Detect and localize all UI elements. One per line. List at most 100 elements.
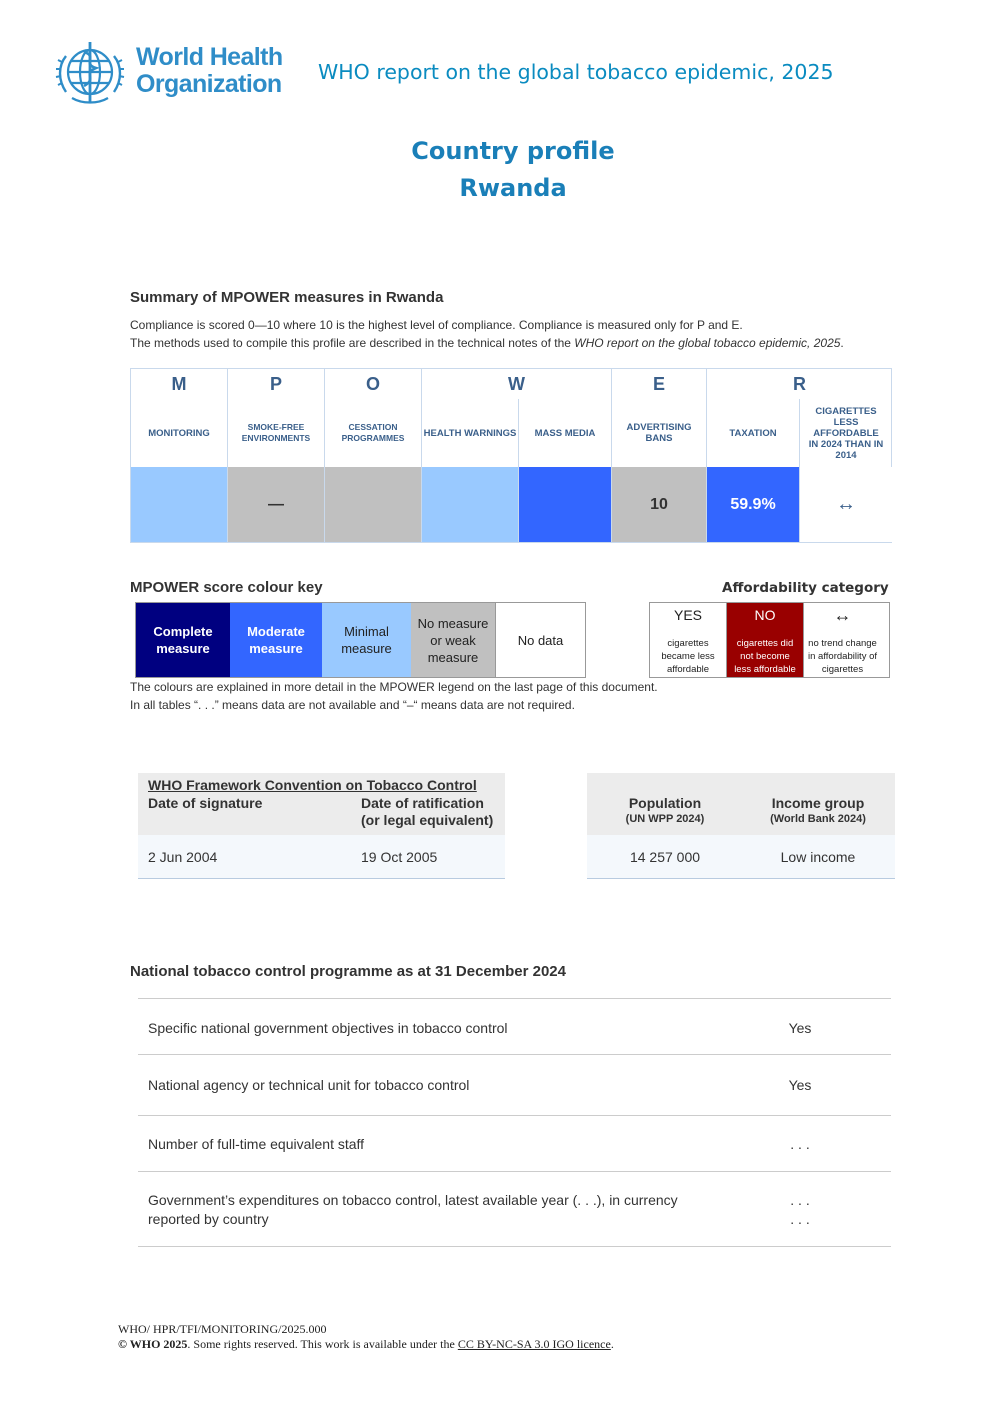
fctc-table: WHO Framework Convention on Tobacco Cont… [138,773,505,880]
logo-line-1: World Health [136,43,283,71]
afford-trend-icon: ↔ [833,605,852,625]
methods-note-suffix: . [840,336,844,350]
table-row: 14 257 000 Low income [587,835,895,879]
population-value: 14 257 000 [629,849,701,865]
label-cessation: CESSATION PROGRAMMES [341,422,405,443]
table-row: Number of full-time equivalent staff . .… [138,1115,891,1171]
affordability-heading: Affordability category [722,580,889,596]
licence-link[interactable]: CC BY-NC-SA 3.0 IGO licence [457,1337,611,1351]
colour-legend-note: The colours are explained in more detail… [130,680,658,694]
score-health-warnings [422,467,518,542]
rights-end: . [610,1337,614,1351]
row-value: . . . [790,1136,810,1152]
fctc-table-header: WHO Framework Convention on Tobacco Cont… [138,773,505,835]
summary-heading: Summary of MPOWER measures in Rwanda [130,289,444,306]
afford-trend-desc: no trend change in affordability of ciga… [808,638,878,675]
income-source: (World Bank 2024) [770,813,866,825]
divider [324,369,325,542]
afford-yes-desc: cigarettes became less affordable [661,638,715,675]
page-title: Country profile Rwanda [0,133,992,207]
key-minimal-measure: Minimal measure [322,603,411,677]
table-row: Government’s expenditures on tobacco con… [138,1171,891,1247]
title-line-1: Country profile [411,137,615,165]
signature-header: Date of signature [148,795,263,811]
score-monitoring [131,467,227,542]
income-value: Low income [780,849,856,865]
score-cessation [325,467,421,542]
key-moderate-measure: Moderate measure [230,603,322,677]
footer: WHO/ HPR/TFI/MONITORING/2025.000 © WHO 2… [118,1322,614,1352]
afford-no: NO cigarettes did not become less afford… [727,603,804,677]
row-value: Yes [788,1077,812,1093]
report-title: WHO report on the global tobacco epidemi… [318,60,834,84]
row-value: Yes [788,1020,812,1036]
row-value: . . . [790,1211,810,1227]
population-header: Population [628,795,702,811]
afford-no-desc: cigarettes did not become less affordabl… [734,638,796,675]
population-table: Population (UN WPP 2024) Income group (W… [587,773,895,880]
row-label: Government’s expenditures on tobacco con… [148,1192,678,1208]
label-advertising-bans: ADVERTISING BANS [626,422,692,444]
label-monitoring: MONITORING [148,427,210,439]
divider [799,399,800,542]
methods-note-report: WHO report on the global tobacco epidemi… [574,336,841,350]
row-value: . . . [790,1192,810,1208]
row-label: National agency or technical unit for to… [148,1077,470,1093]
mpower-summary-table: M MONITORING P SMOKE-FREE ENVIRONMENTS —… [130,368,892,543]
row-label-continued: reported by country [148,1211,269,1227]
colour-key: Complete measure Moderate measure Minima… [135,602,586,678]
rights-text: . Some rights reserved. This work is ava… [187,1337,458,1351]
afford-no-trend: ↔ no trend change in affordability of ci… [804,603,881,677]
score-smoke-free: — [228,467,324,542]
afford-no-label: NO [754,607,776,623]
ratification-header: Date of ratification [361,795,484,811]
divider [611,369,612,542]
missing-data-note: In all tables “. . .” means data are not… [130,698,575,712]
logo-line-2: Organization [136,70,282,98]
letter-p: P [269,374,282,394]
population-table-header: Population (UN WPP 2024) Income group (W… [587,773,895,835]
divider [421,369,422,542]
key-no-data: No data [495,603,585,677]
label-cigarettes-affordable: CIGARETTES LESS AFFORDABLE IN 2024 THAN … [808,405,884,461]
score-affordability: ↔ [800,467,892,542]
letter-w: W [508,374,525,394]
ratification-subheader: (or legal equivalent) [361,812,494,828]
label-smoke-free: SMOKE-FREE ENVIRONMENTS [241,422,311,443]
score-taxation: 59.9% [707,467,799,542]
income-header: Income group [771,795,865,811]
colour-key-heading: MPOWER score colour key [130,579,323,596]
afford-yes: YES cigarettes became less affordable [650,603,727,677]
affordability-key: YES cigarettes became less affordable NO… [649,602,890,678]
table-row: 2 Jun 2004 19 Oct 2005 [138,835,505,879]
methods-note-prefix: The methods used to compile this profile… [130,336,575,350]
signature-date: 2 Jun 2004 [148,849,218,865]
fctc-title: WHO Framework Convention on Tobacco Cont… [148,777,477,793]
ratification-date: 19 Oct 2005 [361,849,438,865]
document-code: WHO/ HPR/TFI/MONITORING/2025.000 [118,1322,327,1336]
letter-r: R [793,374,806,394]
key-complete-measure: Complete measure [136,603,230,677]
score-advertising-bans: 10 [612,467,706,542]
copyright: © WHO 2025 [118,1337,188,1351]
letter-m: M [171,374,187,394]
divider [518,399,519,542]
label-mass-media: MASS MEDIA [534,427,596,439]
programme-heading: National tobacco control programme as at… [130,963,566,980]
country-name: Rwanda [459,174,567,202]
population-source: (UN WPP 2024) [625,813,705,825]
copyright-line: © WHO 2025. Some rights reserved. This w… [118,1337,614,1352]
label-health-warnings: HEALTH WARNINGS [423,427,517,439]
letter-e: E [652,374,665,394]
letter-o: O [365,374,380,394]
table-row: National agency or technical unit for to… [138,1054,891,1115]
key-no-measure: No measure or weak measure [411,603,495,677]
programme-table: Specific national government objectives … [138,998,891,1247]
who-emblem-icon [55,42,125,104]
who-logo-text: World Health Organization [136,44,283,98]
afford-yes-label: YES [673,607,702,623]
divider [227,369,228,542]
divider [706,369,707,542]
label-taxation: TAXATION [729,427,777,439]
row-label: Number of full-time equivalent staff [148,1136,365,1152]
